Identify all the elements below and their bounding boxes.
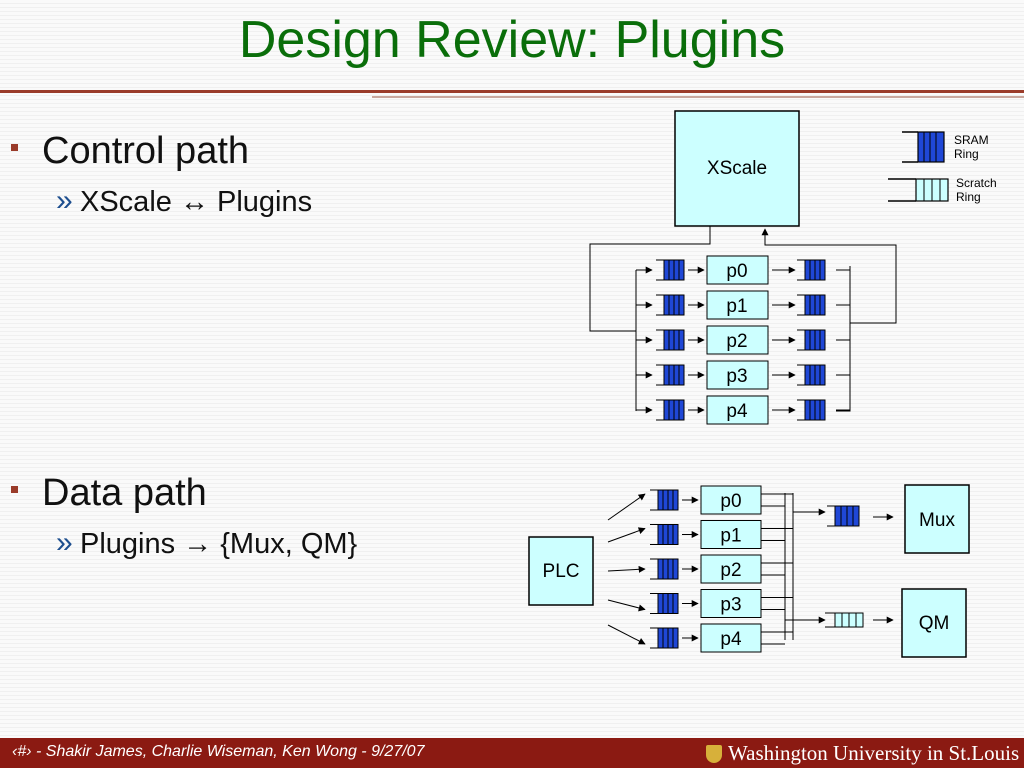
seal-icon xyxy=(706,745,722,763)
legend-sram-line1: SRAM xyxy=(954,133,989,147)
control-plugin-box-p2 xyxy=(706,325,769,355)
plc-arrow-p2 xyxy=(607,565,646,573)
plc-arrow-p1 xyxy=(607,527,646,543)
plc-box xyxy=(528,536,594,606)
control-path-wires xyxy=(589,226,897,412)
data-path-wires xyxy=(784,493,826,640)
bullet-marker xyxy=(11,486,18,493)
data-plugin-box-p2 xyxy=(700,554,762,584)
mux-input-sram-ring xyxy=(827,505,894,527)
legend-sram: SRAM Ring xyxy=(902,131,989,163)
data-plugin-label-p2: p2 xyxy=(720,560,741,581)
plugin-diagram: XScale SRAM Ring Scratch Ring xyxy=(528,110,997,658)
control-plugin-box-p0 xyxy=(706,255,769,285)
qm-box xyxy=(901,588,967,658)
data-plugin-box-p0 xyxy=(700,485,762,515)
title-divider xyxy=(0,90,1024,93)
footer-text: ‹#› - Shakir James, Charlie Wiseman, Ken… xyxy=(12,743,425,760)
bullet-control-path: Control path xyxy=(11,130,250,173)
data-plugin-label-p4: p4 xyxy=(720,629,742,650)
legend-sram-line2: Ring xyxy=(954,147,979,161)
control-plugin-label-p2: p2 xyxy=(726,331,747,352)
data-plugin-box-p1 xyxy=(700,520,762,549)
bullet-label: Data path xyxy=(42,472,207,514)
control-plugin-box-p3 xyxy=(706,360,769,390)
sub-bullet-label: XScale ↔ Plugins xyxy=(80,186,313,218)
plugin-rows: p0 p1 p2 p3 p4 p0 p1 p2 p3 p4 xyxy=(607,255,850,653)
control-plugin-label-p1: p1 xyxy=(726,296,747,317)
bullet-data-path: Data path xyxy=(11,472,207,515)
chevron-icon: » xyxy=(56,526,73,559)
control-plugin-label-p4: p4 xyxy=(726,401,748,422)
logo-text: Washington University in St.Louis xyxy=(728,741,1020,765)
mux-box xyxy=(904,484,970,554)
xscale-label: XScale xyxy=(707,158,767,179)
sub-bullet-data: » Plugins → {Mux, QM} xyxy=(56,526,358,561)
control-plugin-label-p0: p0 xyxy=(726,261,747,282)
plc-arrow-p4 xyxy=(607,624,646,645)
plc-arrow-p3 xyxy=(607,599,646,612)
slide-title: Design Review: Plugins xyxy=(238,11,786,69)
xscale-box xyxy=(674,110,800,227)
data-plugin-box-p4 xyxy=(700,623,762,653)
data-plugin-box-p3 xyxy=(700,589,762,618)
mux-label: Mux xyxy=(919,510,955,531)
plc-label: PLC xyxy=(543,561,580,582)
legend-scratch-line1: Scratch xyxy=(956,176,997,190)
sub-bullet-label: Plugins → {Mux, QM} xyxy=(80,528,358,560)
university-logo: Washington University in St.Louis xyxy=(706,741,1019,766)
qm-label: QM xyxy=(919,613,950,634)
control-plugin-box-p1 xyxy=(706,290,769,320)
data-plugin-label-p1: p1 xyxy=(720,526,741,547)
control-plugin-box-p4 xyxy=(706,395,769,425)
bullet-marker xyxy=(11,144,18,151)
plc-arrow-p0 xyxy=(607,493,646,521)
data-plugin-label-p3: p3 xyxy=(720,595,741,616)
footer-bar: ‹#› - Shakir James, Charlie Wiseman, Ken… xyxy=(0,738,1024,768)
title-divider-accent xyxy=(372,96,1024,98)
sub-bullet-control: » XScale ↔ Plugins xyxy=(56,184,313,219)
legend-scratch: Scratch Ring xyxy=(888,176,997,204)
chevron-icon: » xyxy=(56,184,73,217)
bullet-label: Control path xyxy=(42,130,250,172)
qm-input-scratch-ring xyxy=(825,612,894,628)
legend-scratch-line2: Ring xyxy=(956,190,981,204)
data-plugin-label-p0: p0 xyxy=(720,491,741,512)
control-plugin-label-p3: p3 xyxy=(726,366,747,387)
